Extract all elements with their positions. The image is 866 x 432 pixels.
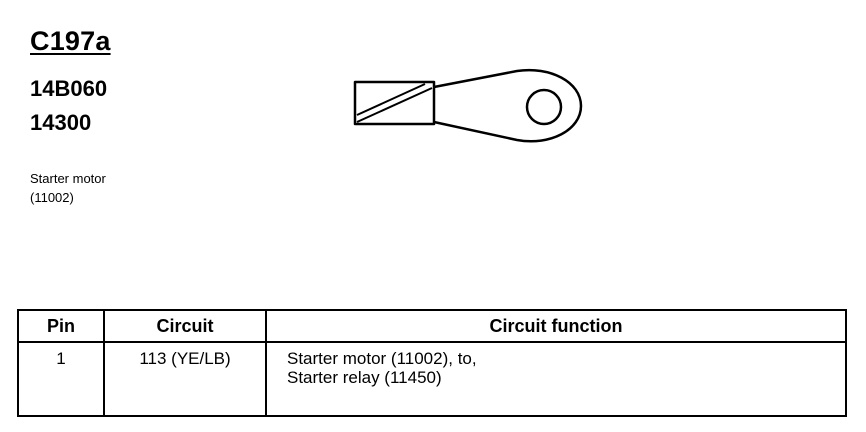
part-number-1: 14B060 (30, 76, 108, 101)
component-name: Starter motor (30, 171, 106, 186)
table-header-row: Pin Circuit Circuit function (17, 309, 847, 343)
pin-table: Pin Circuit Circuit function 1 113 (YE/L… (17, 309, 847, 417)
ring-terminal-icon (353, 68, 583, 143)
function-line: Starter motor (11002), to, (287, 349, 477, 368)
function-line: Starter relay (11450) (287, 368, 442, 387)
connector-id: C197a (30, 26, 111, 56)
part-number-2: 14300 (30, 110, 92, 135)
header-circuit-function: Circuit function (265, 309, 847, 343)
table-row: 1 113 (YE/LB) Starter motor (11002), to,… (17, 341, 847, 417)
header-circuit: Circuit (103, 309, 267, 343)
header-pin: Pin (17, 309, 105, 343)
cell-pin: 1 (17, 341, 105, 417)
cell-circuit: 113 (YE/LB) (103, 341, 267, 417)
component-ref: (11002) (30, 190, 74, 205)
cell-circuit-function: Starter motor (11002), to, Starter relay… (265, 341, 847, 417)
